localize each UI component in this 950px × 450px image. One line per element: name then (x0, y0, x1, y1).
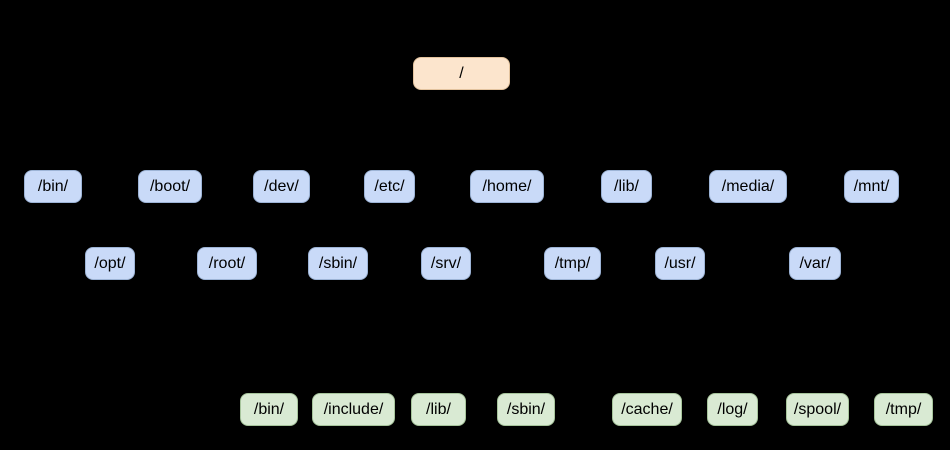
tree-node-media: /media/ (709, 170, 787, 203)
tree-node-var: /var/ (789, 247, 841, 280)
tree-node-var-log: /log/ (707, 393, 758, 426)
tree-node-var-tmp: /tmp/ (874, 393, 933, 426)
tree-node-usr-bin: /bin/ (240, 393, 298, 426)
tree-node-root-dir: /root/ (197, 247, 257, 280)
tree-node-mnt: /mnt/ (844, 170, 899, 203)
tree-node-var-spool: /spool/ (786, 393, 849, 426)
tree-node-usr-include: /include/ (312, 393, 395, 426)
tree-node-dev: /dev/ (253, 170, 310, 203)
tree-node-etc: /etc/ (364, 170, 415, 203)
tree-node-var-cache: /cache/ (612, 393, 682, 426)
tree-node-home: /home/ (470, 170, 544, 203)
tree-node-bin: /bin/ (24, 170, 82, 203)
tree-node-opt: /opt/ (85, 247, 135, 280)
tree-node-usr-lib: /lib/ (411, 393, 466, 426)
tree-node-sbin: /sbin/ (308, 247, 368, 280)
tree-node-lib: /lib/ (601, 170, 652, 203)
tree-node-boot: /boot/ (138, 170, 202, 203)
tree-node-usr: /usr/ (655, 247, 705, 280)
tree-node-srv: /srv/ (421, 247, 471, 280)
tree-node-usr-sbin: /sbin/ (497, 393, 555, 426)
tree-node-tmp: /tmp/ (544, 247, 601, 280)
tree-node-root: / (413, 57, 510, 90)
